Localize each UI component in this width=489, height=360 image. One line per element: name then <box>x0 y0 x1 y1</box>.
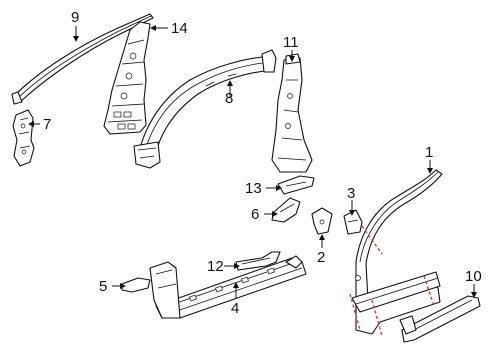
callout-7: 7 <box>43 116 51 133</box>
callout-6: 6 <box>251 206 259 223</box>
callout-9: 9 <box>71 9 79 26</box>
part-11-center-pillar <box>271 53 313 173</box>
callout-10: 10 <box>465 268 482 285</box>
cut-line-rocker-front <box>349 293 361 331</box>
part-12-reinforcement <box>235 251 281 271</box>
cut-line-a-pillar <box>361 225 383 255</box>
cut-lines <box>349 225 435 337</box>
part-2-brace <box>311 207 333 235</box>
part-4-inner-rocker <box>149 255 307 319</box>
callout-4: 4 <box>231 300 239 317</box>
part-14-pillar-inner <box>103 21 151 135</box>
leader-lines <box>28 25 477 298</box>
part-10-rocker-reinforcement <box>399 295 481 343</box>
callout-14: 14 <box>171 20 188 37</box>
cut-line-rocker-mid <box>371 299 383 337</box>
part-6-gusset <box>271 197 301 223</box>
part-8-front-pillar-rail <box>133 49 277 169</box>
callout-5: 5 <box>99 278 107 295</box>
callout-13: 13 <box>245 180 262 197</box>
part-5-clip <box>121 277 151 293</box>
callout-1: 1 <box>425 144 433 161</box>
callout-2: 2 <box>317 249 325 266</box>
callout-3: 3 <box>347 185 355 202</box>
callout-11: 11 <box>283 34 299 51</box>
part-1-side-outer-panel <box>351 169 443 335</box>
callout-labels: 1 2 3 4 5 6 7 8 9 10 11 12 13 14 <box>43 9 482 317</box>
part-7-bracket <box>12 109 35 167</box>
callout-12: 12 <box>207 258 224 275</box>
callout-8: 8 <box>225 90 233 107</box>
part-13-bracket <box>277 175 315 195</box>
